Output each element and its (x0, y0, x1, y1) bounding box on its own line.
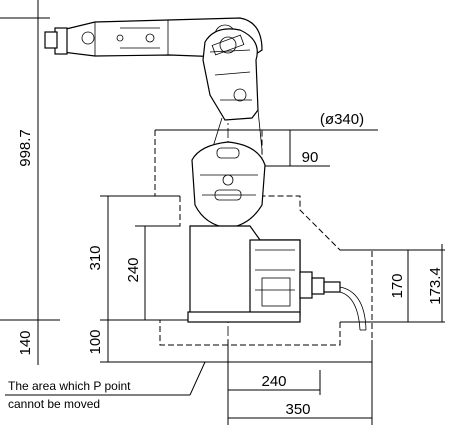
dim-170: 170 (389, 273, 406, 298)
dim-100: 100 (87, 329, 104, 354)
dim-240-vertical: 240 (125, 257, 142, 282)
dim-90: 90 (302, 149, 319, 166)
p-point-note: The area which P point cannot be moved (5, 361, 206, 411)
dim-310: 310 (87, 245, 104, 270)
note-line-2: cannot be moved (8, 397, 100, 411)
note-line-1: The area which P point (8, 379, 131, 393)
dim-diameter-340: (ø340) (320, 111, 364, 128)
dim-total-height: 998.7 (17, 129, 34, 167)
cable-connector (299, 271, 367, 331)
robot-arm (44, 17, 367, 331)
dim-350: 350 (285, 401, 310, 418)
dim-240-horizontal: 240 (261, 373, 286, 390)
dim-173: 173.4 (427, 267, 444, 305)
dim-140: 140 (17, 330, 34, 355)
